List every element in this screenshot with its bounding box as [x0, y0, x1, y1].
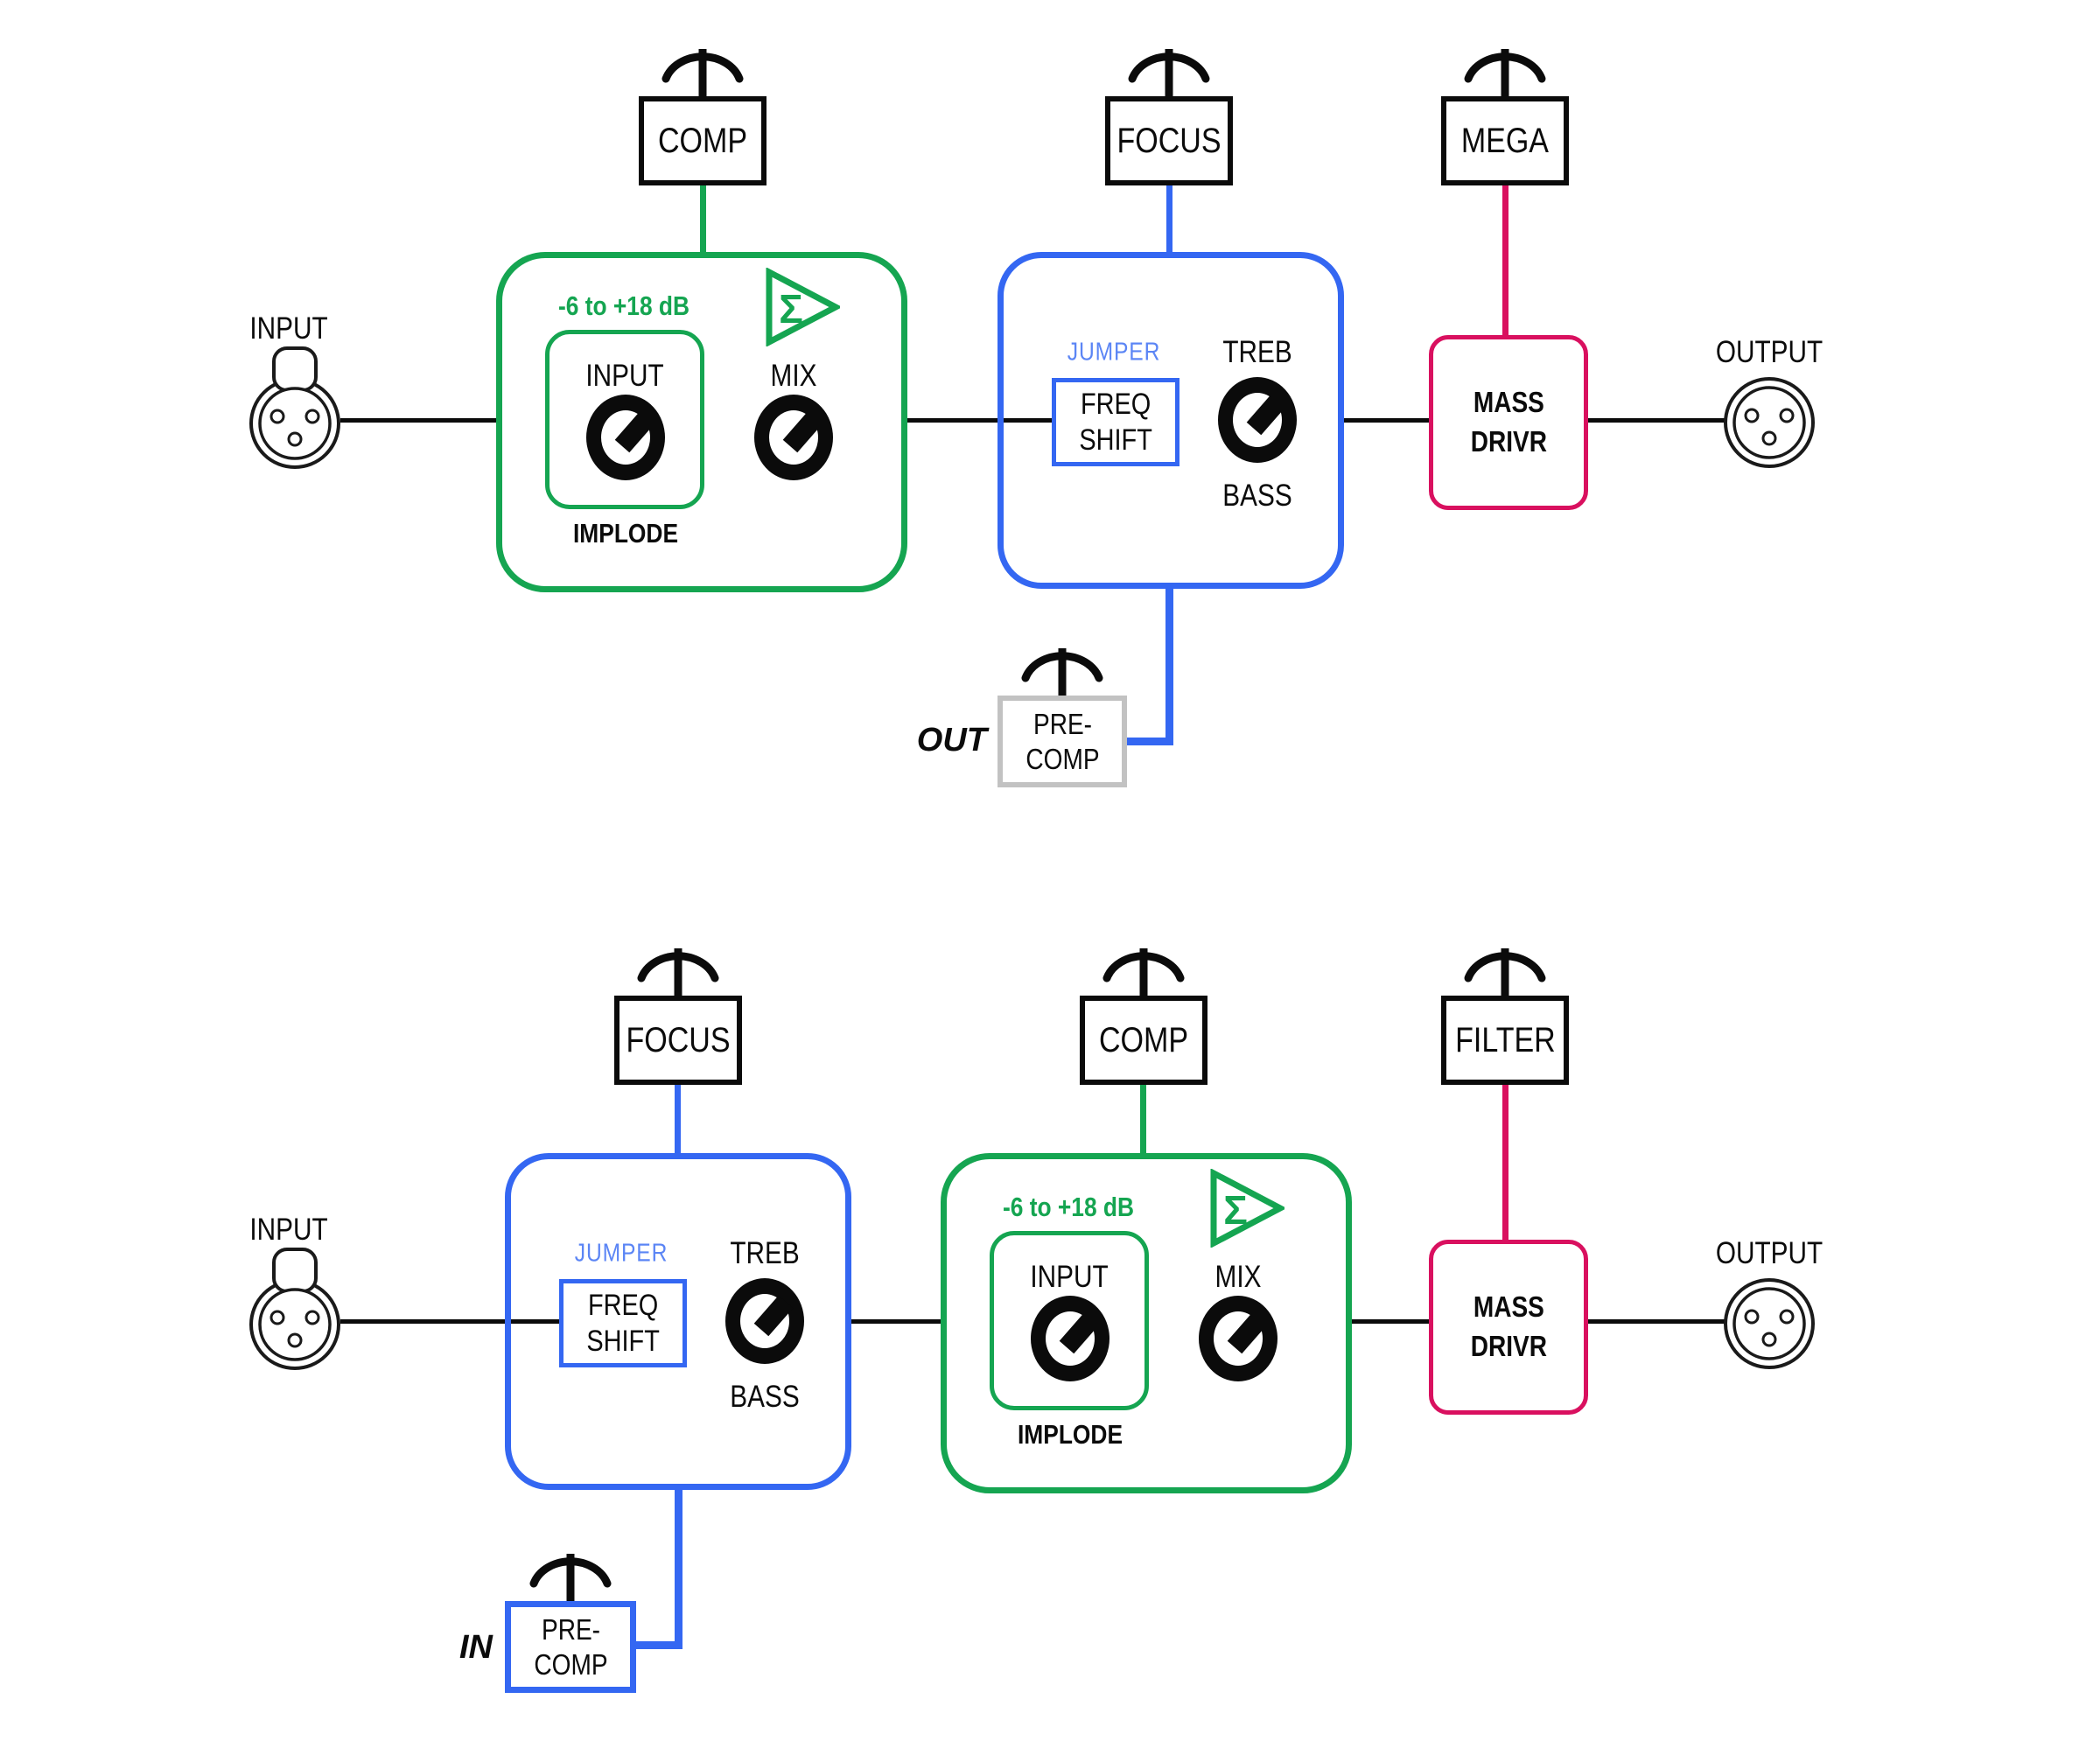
footswitch-icon — [1125, 40, 1213, 96]
connector-box-comp: COMP — [1080, 996, 1208, 1085]
connector-box-focus: FOCUS — [614, 996, 742, 1085]
connector-box-focus: FOCUS — [1105, 96, 1233, 185]
sum-amp-icon: Σ — [766, 268, 840, 346]
precomp-wire-horizontal — [1127, 738, 1173, 745]
focus-drop-wire — [675, 1085, 681, 1157]
footswitch-icon — [1461, 40, 1549, 96]
connector-box-filter: FILTER — [1441, 996, 1569, 1085]
input-label: INPUT — [249, 311, 328, 346]
treb-bass-knob-icon — [1216, 375, 1298, 465]
precomp-wire-vertical — [675, 1486, 682, 1649]
footswitch-icon — [527, 1545, 614, 1601]
mix-knob-label: MIX — [1214, 1259, 1262, 1294]
jumper-label: JUMPER — [1067, 338, 1161, 367]
input-label: INPUT — [249, 1212, 328, 1247]
input-knob-label: INPUT — [585, 358, 664, 393]
footswitch-icon — [634, 940, 722, 996]
precomp-box: PRE-COMP — [998, 696, 1127, 787]
bass-label: BASS — [730, 1379, 800, 1414]
precomp-wire-vertical — [1166, 585, 1173, 745]
mega-drop-wire — [1502, 185, 1508, 339]
precomp-direction-tag: OUT — [916, 722, 987, 759]
xlr-input-icon — [247, 343, 343, 474]
focus-drop-wire — [1166, 185, 1172, 255]
precomp-wire-horizontal — [636, 1641, 682, 1649]
treb-label: TREB — [1222, 334, 1292, 369]
footswitch-icon — [1100, 940, 1187, 996]
gain-range-label: -6 to +18 dB — [1002, 1192, 1135, 1223]
eq-internal-line — [511, 1319, 564, 1324]
footswitch-icon — [1461, 940, 1549, 996]
xlr-output-icon — [1721, 1276, 1817, 1372]
svg-text:Σ: Σ — [779, 286, 803, 332]
comp-drop-wire — [700, 185, 706, 255]
input-knob-icon — [584, 393, 667, 482]
filter-drop-wire — [1502, 1085, 1508, 1241]
implode-name-label: IMPLODE — [1017, 1419, 1124, 1451]
footswitch-icon — [1018, 640, 1106, 696]
treb-bass-knob-icon — [724, 1276, 806, 1366]
treb-label: TREB — [730, 1235, 800, 1270]
mix-knob-icon — [752, 393, 835, 482]
precomp-box: PRE-COMP — [505, 1601, 636, 1693]
implode-name-label: IMPLODE — [572, 518, 679, 549]
mix-knob-label: MIX — [770, 358, 817, 393]
precomp-direction-tag: IN — [459, 1629, 493, 1667]
connector-box-comp: COMP — [639, 96, 766, 185]
input-knob-label: INPUT — [1030, 1259, 1109, 1294]
output-label: OUTPUT — [1715, 1235, 1824, 1270]
comp-drop-wire — [1140, 1085, 1146, 1157]
eq-internal-line — [1004, 418, 1056, 423]
bass-label: BASS — [1222, 478, 1292, 513]
mix-knob-icon — [1197, 1294, 1279, 1383]
svg-text:Σ: Σ — [1223, 1187, 1248, 1233]
xlr-output-icon — [1721, 374, 1817, 471]
output-label: OUTPUT — [1715, 334, 1824, 369]
gain-range-label: -6 to +18 dB — [557, 290, 690, 322]
sum-amp-icon: Σ — [1210, 1169, 1284, 1248]
xlr-input-icon — [247, 1244, 343, 1375]
connector-box-mega: MEGA — [1441, 96, 1569, 185]
input-knob-icon — [1029, 1294, 1111, 1383]
footswitch-icon — [659, 40, 746, 96]
jumper-label: JUMPER — [574, 1239, 668, 1268]
